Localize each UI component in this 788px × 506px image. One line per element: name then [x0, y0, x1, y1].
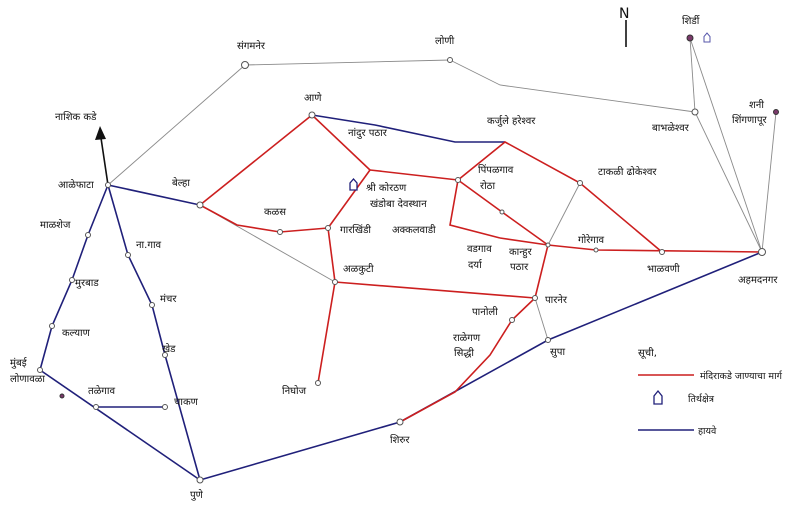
label-murbad: मुरबाड [75, 278, 99, 289]
label-pune: पुणे [190, 489, 204, 501]
shirdi-temple-icon [703, 32, 711, 43]
label-sangamner: संगमनेर [237, 40, 266, 52]
label-kalas: कळस [264, 207, 286, 218]
label-manchar: मंचर [160, 293, 177, 305]
label-alephata: आळेफाटा [58, 179, 94, 191]
legend: सूची, मंदिराकडे जाण्याचा मार्ग तिर्थक्षे… [638, 347, 783, 437]
label-talegaon: तळेगाव [88, 385, 116, 397]
nashik-arrow [100, 137, 109, 186]
label-loni: लोणी [435, 35, 455, 47]
nashik-arrow-head [95, 126, 106, 140]
label-khed: खेड [162, 343, 176, 355]
label-malshej: माळशेज [40, 219, 71, 231]
north-label: N [619, 6, 629, 22]
label-goregaon: गोरेगाव [578, 234, 605, 246]
label-shirdi: शिर्डी [682, 15, 700, 27]
label-nandur-pathar: नांदुर पठार [348, 127, 388, 139]
label-akkalwadi: अक्कलवाडी [392, 224, 436, 236]
label-nashik-kade: नाशिक कडे [55, 111, 97, 123]
legend-title: सूची, [638, 347, 657, 359]
label-garkhindi: गारखिंडी [340, 224, 371, 236]
label-pimpalgaon-2: रोठा [480, 180, 495, 192]
label-aane: आणे [304, 92, 322, 104]
label-wadgaon-2: दर्या [468, 259, 483, 271]
label-na-gaon: ना.गाव [136, 240, 162, 251]
label-kanhur-2: पठार [510, 262, 529, 273]
label-shani-2: शिंगणापूर [732, 114, 768, 126]
other-roads [107, 37, 777, 341]
legend-pilgrimage-label: तिर्थक्षेत्र [688, 393, 715, 405]
legend-highway-label: हायवे [698, 425, 717, 437]
temple-icon [349, 178, 358, 191]
label-parner: पारनेर [545, 294, 568, 306]
label-supa: सुपा [550, 347, 565, 358]
label-ralegan-1: राळेगण [453, 332, 481, 344]
label-kalyan: कल्याण [62, 328, 91, 339]
label-mumbai: मुंबई [10, 357, 28, 369]
label-pimpalgaon-1: पिंपळगाव [478, 164, 514, 176]
legend-temple-icon [653, 389, 663, 405]
label-lonavala: लोणावळा [10, 373, 45, 385]
label-babhaleshwar: बाभळेश्वर [652, 122, 690, 134]
label-kanhur-1: कान्हुर [509, 247, 533, 259]
label-karjule-hareshwar: कर्जुले हरेश्वर [487, 115, 536, 127]
label-bhalavani: भाळवणी [647, 263, 680, 275]
label-shani-1: शनी [749, 99, 764, 111]
label-panoli: पानोली [472, 306, 498, 318]
label-belha: बेल्हा [172, 177, 190, 189]
legend-temple-route-label: मंदिराकडे जाण्याचा मार्ग [700, 370, 783, 382]
label-alkuti: अळकुटी [343, 263, 374, 275]
label-shri-koratan-2: खंडोबा देवस्थान [370, 198, 427, 210]
label-takali-dhokeshwar: टाकळी ढोकेश्वर [598, 166, 657, 178]
label-ralegan-2: सिद्धी [454, 347, 474, 359]
town-nodes [37, 34, 779, 484]
label-shri-koratan-1: श्री कोरठण [366, 182, 407, 194]
label-ahmednagar: अहमदनगर [738, 275, 778, 286]
label-shirur: शिरुर [390, 434, 410, 446]
label-wadgaon-1: वडगाव [467, 244, 492, 255]
label-chakan: चाकण [174, 397, 199, 408]
label-nighoj: निघोज [282, 385, 307, 397]
